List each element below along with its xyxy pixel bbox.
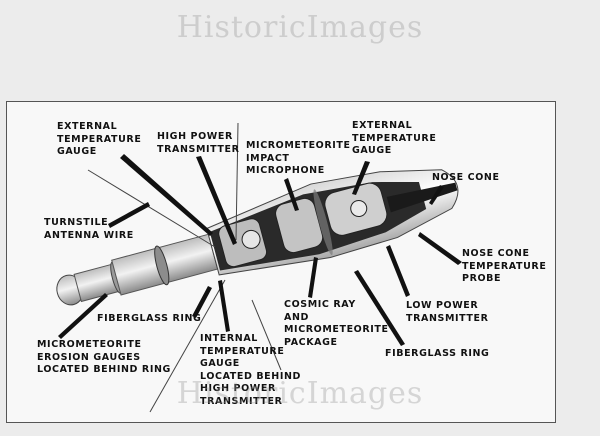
label-low-power-transmitter: LOW POWER TRANSMITTER <box>406 300 489 324</box>
pointer-cosmic-ray <box>308 257 318 298</box>
antenna-wire-bottom <box>251 299 282 371</box>
label-high-power-transmitter: HIGH POWER TRANSMITTER <box>157 131 240 155</box>
pointer-high-power-tx <box>196 156 237 245</box>
label-external-temperature-gauge-right: EXTERNAL TEMPERATURE GAUGE <box>352 120 437 156</box>
pointer-external-temp-right <box>352 161 370 195</box>
pointer-fiberglass-left <box>192 286 212 318</box>
label-internal-temperature-gauge: INTERNAL TEMPERATURE GAUGE LOCATED BEHIN… <box>200 333 301 407</box>
label-fiberglass-ring-right: FIBERGLASS RING <box>385 348 490 359</box>
antenna-wire-top <box>235 122 239 241</box>
pointer-impact-microphone <box>284 178 299 211</box>
pointer-turnstile <box>108 202 150 228</box>
leader-lines <box>58 154 462 346</box>
pointer-external-temp-left <box>120 154 213 236</box>
pointer-nose-cone <box>429 185 444 205</box>
fiberglass-ring-right-shape <box>313 189 333 256</box>
pointer-nose-probe <box>418 232 462 265</box>
label-micrometeorite-erosion-gauges: MICROMETEORITE EROSION GAUGES LOCATED BE… <box>37 339 171 375</box>
pointer-internal-temp <box>218 280 230 332</box>
pointer-erosion-gauges <box>58 293 108 339</box>
pointer-fiberglass-right <box>354 270 405 346</box>
label-external-temperature-gauge-left: EXTERNAL TEMPERATURE GAUGE <box>57 121 142 157</box>
fiberglass-ring-left-shape <box>154 245 170 286</box>
label-fiberglass-ring-left: FIBERGLASS RING <box>97 313 202 324</box>
antenna-wire-left <box>87 169 216 248</box>
pointer-low-power-tx <box>386 245 410 297</box>
antenna-wire-lower <box>149 279 226 413</box>
label-nose-cone-temperature-probe: NOSE CONE TEMPERATURE PROBE <box>462 248 547 284</box>
label-nose-cone: NOSE CONE <box>432 172 500 183</box>
satellite-body <box>56 169 459 306</box>
label-micrometeorite-impact-microphone: MICROMETEORITE IMPACT MICROPHONE <box>246 140 351 176</box>
label-turnstile-antenna-wire: TURNSTILE ANTENNA WIRE <box>44 217 134 241</box>
label-cosmic-ray-package: COSMIC RAY AND MICROMETEORITE PACKAGE <box>284 299 389 348</box>
